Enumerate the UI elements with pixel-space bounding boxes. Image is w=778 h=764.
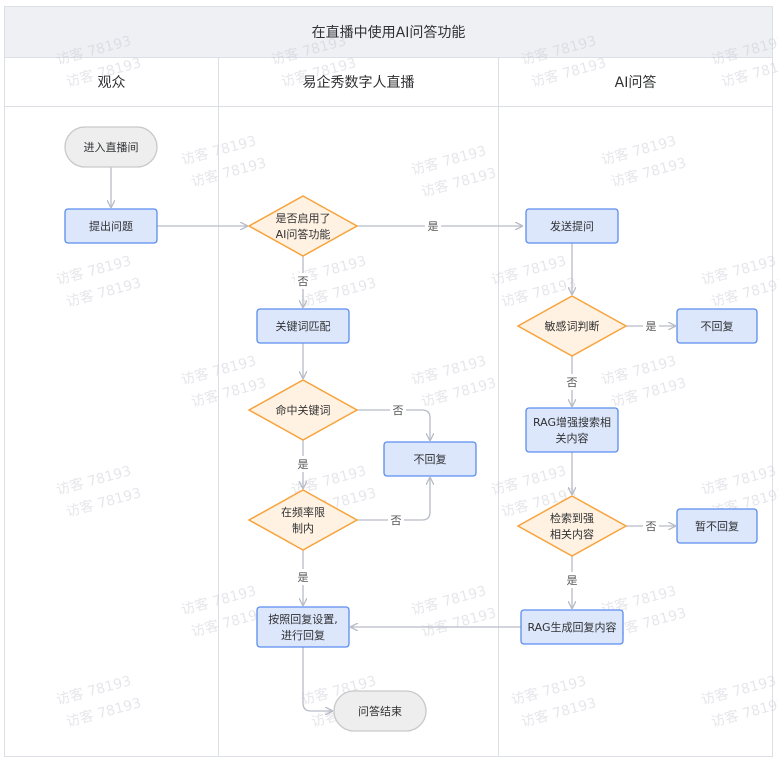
- edge-label-bg: [390, 402, 406, 418]
- terminal-shape: [333, 690, 427, 732]
- node-label: 不回复: [701, 319, 734, 333]
- edge-label-no: 否: [298, 275, 309, 288]
- edge-freq-no: [357, 478, 430, 521]
- node-no-reply-right: 不回复: [676, 308, 758, 344]
- node-label: 进行回复: [281, 628, 325, 642]
- node-sensitive-check: 敏感词判断: [516, 295, 628, 357]
- process-box: [676, 308, 758, 344]
- header-divider: [5, 106, 772, 107]
- node-label: 命中关键词: [276, 403, 331, 417]
- node-label: 提出问题: [89, 219, 133, 233]
- node-label: 检索到强: [550, 511, 594, 525]
- node-label: RAG增强搜索相: [533, 415, 611, 429]
- edge-label-no: 否: [567, 376, 578, 389]
- edge-label-bg: [388, 512, 404, 528]
- edge-label-bg: [425, 218, 441, 234]
- lane-header-audience: 观众: [97, 75, 126, 91]
- node-label: 发送提问: [550, 219, 594, 233]
- node-label: 敏感词判断: [545, 319, 600, 333]
- process-box: [676, 508, 758, 544]
- process-box: [525, 208, 619, 244]
- node-label: 是否启用了: [276, 212, 331, 225]
- diagram-title: 在直播中使用AI问答功能: [5, 7, 772, 57]
- lane-divider: [218, 58, 219, 756]
- node-label: 制内: [292, 521, 314, 535]
- decision-diamond: [516, 295, 628, 357]
- node-label: 进入直播间: [84, 140, 139, 154]
- node-hit-keyword: 命中关键词: [247, 379, 359, 441]
- edge-label-yes: 是: [567, 574, 578, 587]
- edge-reply-to-end: [302, 647, 332, 711]
- edge-label-no: 否: [391, 514, 402, 527]
- process-box: [520, 609, 624, 645]
- node-label: 问答结束: [358, 704, 402, 718]
- node-pause-reply: 暂不回复: [676, 508, 758, 544]
- decision-diamond: [516, 495, 628, 557]
- node-send-question: 发送提问: [525, 208, 619, 244]
- edge-label-bg: [564, 374, 580, 390]
- decision-diamond: [247, 379, 359, 441]
- node-rag-generate: RAG生成回复内容: [520, 609, 624, 645]
- edge-label-yes: 是: [298, 571, 309, 584]
- lane-header-live: 易企秀数字人直播: [302, 75, 415, 91]
- decision-diamond: [247, 195, 359, 257]
- node-label: AI问答功能: [276, 227, 331, 241]
- node-qa-end: 问答结束: [333, 690, 427, 732]
- process-box: [383, 441, 477, 477]
- node-label: 按照回复设置,: [268, 612, 338, 626]
- process-box: [64, 208, 158, 244]
- node-label: 相关内容: [550, 527, 594, 541]
- lane-divider: [498, 58, 499, 756]
- node-label: 关内容: [556, 431, 589, 445]
- edge-label-bg: [643, 518, 659, 534]
- process-box: [256, 308, 350, 344]
- node-keyword-match: 关键词匹配: [256, 308, 350, 344]
- edge-label-bg: [643, 318, 659, 334]
- title-divider: [5, 57, 772, 58]
- edge-label-yes: 是: [646, 320, 657, 333]
- node-reply-by-setting: 按照回复设置, 进行回复: [256, 606, 350, 648]
- node-ai-enabled: 是否启用了 AI问答功能: [247, 195, 359, 257]
- edge-hit-no: [357, 409, 430, 440]
- node-label: 不回复: [414, 452, 447, 466]
- node-label: RAG生成回复内容: [527, 620, 616, 634]
- edge-label-yes: 是: [428, 220, 439, 233]
- edge-label-bg: [295, 456, 311, 472]
- node-enter: 进入直播间: [64, 126, 158, 168]
- edge-label-bg: [564, 572, 580, 588]
- node-label: 在频率限: [281, 505, 325, 519]
- edge-label-bg: [295, 569, 311, 585]
- decision-diamond: [247, 489, 359, 551]
- process-box: [525, 407, 619, 453]
- lane-header-ai: AI问答: [614, 75, 657, 91]
- terminal-shape: [64, 126, 158, 168]
- edge-label-yes: 是: [298, 458, 309, 471]
- node-ask: 提出问题: [64, 208, 158, 244]
- node-label: 关键词匹配: [276, 319, 331, 333]
- process-box: [256, 606, 350, 648]
- edge-label-no: 否: [646, 520, 657, 533]
- node-no-reply-left: 不回复: [383, 441, 477, 477]
- node-label: 暂不回复: [695, 519, 739, 533]
- edge-label-no: 否: [393, 404, 404, 417]
- edge-label-bg: [295, 273, 311, 289]
